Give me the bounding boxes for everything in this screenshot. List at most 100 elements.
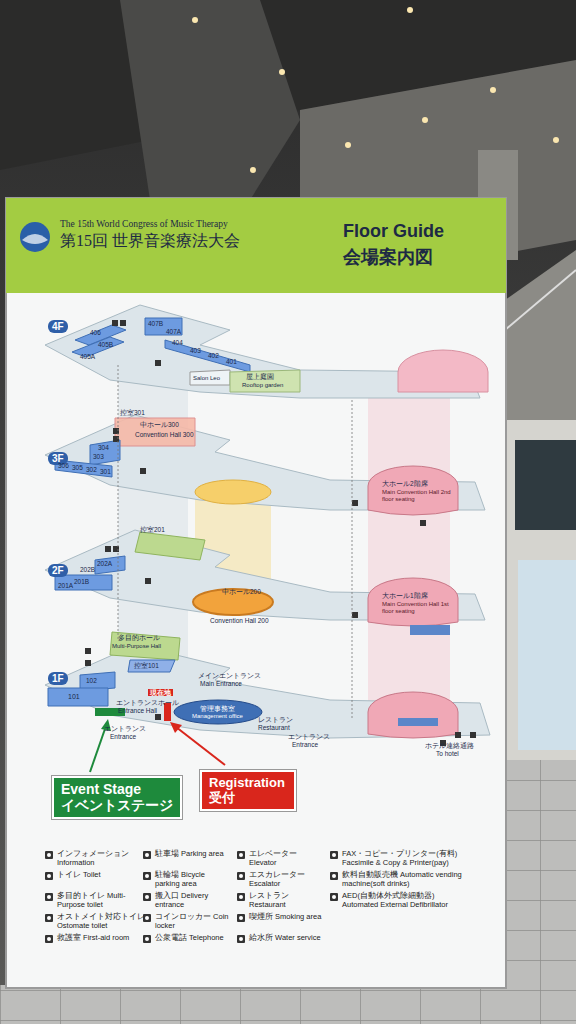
legend-icon bbox=[45, 872, 53, 880]
map-label: 控室201 bbox=[140, 526, 165, 533]
map-label: エントランス bbox=[104, 725, 146, 732]
map-label: Entrance Hall bbox=[118, 707, 157, 714]
callout-text: Event Stage イベントステージ bbox=[61, 782, 173, 813]
map-label: 306 bbox=[58, 462, 69, 469]
legend-icon bbox=[143, 914, 151, 922]
legend-icon bbox=[143, 851, 151, 859]
map-label: Convention Hall 200 bbox=[210, 617, 269, 624]
map-label: 控室301 bbox=[120, 409, 145, 416]
map-label: メインエントランス bbox=[198, 672, 261, 679]
legend-text: AED(自動体外式除細動器) Automated External Defibr… bbox=[342, 892, 465, 909]
legend-text: FAX・コピー・プリンター(有料) Facsimile & Copy & Pri… bbox=[342, 850, 465, 867]
map-label: Management office bbox=[192, 713, 243, 720]
legend-item: エスカレーター Escalator bbox=[237, 871, 325, 888]
legend-item: インフォメーション Information bbox=[45, 850, 133, 867]
legend-icon bbox=[330, 851, 338, 859]
legend-icon bbox=[143, 893, 151, 901]
map-label: Main Convention Hall 2nd floor seating bbox=[382, 489, 460, 502]
map-label: 第15回 世界音楽療法大会 bbox=[60, 232, 240, 250]
legend-item: 公衆電話 Telephone bbox=[143, 934, 231, 943]
map-label: 大ホール1階席 bbox=[382, 592, 428, 599]
map-label: エントランスホール bbox=[116, 699, 179, 706]
legend-text: コインロッカー Coin locker bbox=[155, 913, 231, 930]
map-label: 304 bbox=[98, 444, 109, 451]
map-label: 202A bbox=[97, 560, 112, 567]
map-label: 102 bbox=[86, 677, 97, 684]
map-label: 201A bbox=[58, 582, 73, 589]
legend-item: コインロッカー Coin locker bbox=[143, 913, 231, 930]
map-label: 303 bbox=[93, 453, 104, 460]
map-label: 中ホール300 bbox=[140, 421, 179, 428]
map-label: 404 bbox=[172, 339, 183, 346]
map-label: 305 bbox=[72, 464, 83, 471]
legend-item: 喫煙所 Smoking area bbox=[237, 913, 325, 922]
map-label: 控室101 bbox=[134, 662, 159, 669]
callout-text: Registration 受付 bbox=[209, 776, 287, 805]
legend-text: エレベーター Elevator bbox=[249, 850, 325, 867]
legend-item: 搬入口 Delivery entrance bbox=[143, 892, 231, 909]
map-label: Entrance bbox=[292, 741, 318, 748]
map-label: 401 bbox=[226, 358, 237, 365]
map-label: 406 bbox=[90, 329, 101, 336]
legend-icon bbox=[237, 872, 245, 880]
legend-text: レストラン Restaurant bbox=[249, 892, 325, 909]
legend-item: エレベーター Elevator bbox=[237, 850, 325, 867]
legend-item: 多目的トイレ Multi-Purpose toilet bbox=[45, 892, 133, 909]
legend-icon bbox=[45, 914, 53, 922]
legend-icon bbox=[143, 935, 151, 943]
map-label: Main Entrance bbox=[200, 680, 242, 687]
map-label: 301 bbox=[100, 468, 111, 475]
legend-text: エスカレーター Escalator bbox=[249, 871, 325, 888]
legend-text: 公衆電話 Telephone bbox=[155, 934, 224, 943]
map-label: Multi-Purpose Hall bbox=[112, 643, 161, 650]
legend-icon bbox=[143, 872, 151, 880]
legend-text: トイレ Toilet bbox=[57, 871, 101, 880]
legend-text: 駐車場 Parking area bbox=[155, 850, 224, 859]
map-label: エントランス bbox=[288, 733, 330, 740]
legend-item: 救護室 First-aid room bbox=[45, 934, 133, 943]
legend-item: 駐車場 Parking area bbox=[143, 850, 231, 859]
map-label: 407B bbox=[148, 320, 163, 327]
legend-icon bbox=[237, 851, 245, 859]
legend-icon bbox=[330, 893, 338, 901]
map-label: 407A bbox=[166, 328, 181, 335]
map-label: Restaurant bbox=[258, 724, 290, 731]
map-label: 402 bbox=[208, 352, 219, 359]
map-label: 405A bbox=[80, 353, 95, 360]
map-label: 管理事務室 bbox=[200, 705, 235, 712]
map-label: Rooftop garden bbox=[242, 382, 283, 389]
map-label: レストラン bbox=[258, 716, 293, 723]
legend-text: 多目的トイレ Multi-Purpose toilet bbox=[57, 892, 133, 909]
map-label: 403 bbox=[190, 347, 201, 354]
legend-icon bbox=[237, 935, 245, 943]
map-label: 中ホール200 bbox=[222, 588, 261, 595]
legend-icon bbox=[45, 851, 53, 859]
map-label: ホテル連絡通路 bbox=[425, 742, 474, 749]
legend-item: AED(自動体外式除細動器) Automated External Defibr… bbox=[330, 892, 465, 909]
legend-text: 給水所 Water service bbox=[249, 934, 321, 943]
map-label: Entrance bbox=[110, 733, 136, 740]
legend-text: オストメイト対応トイレ Ostomate toilet bbox=[57, 913, 145, 930]
map-label: 405B bbox=[98, 341, 113, 348]
legend-text: 駐輪場 Bicycle parking area bbox=[155, 871, 231, 888]
legend-icon bbox=[237, 914, 245, 922]
legend-icon bbox=[330, 872, 338, 880]
map-label: 4F bbox=[48, 320, 68, 333]
legend-icon bbox=[45, 935, 53, 943]
legend-item: FAX・コピー・プリンター(有料) Facsimile & Copy & Pri… bbox=[330, 850, 465, 867]
map-label: 屋上庭園 bbox=[246, 373, 274, 380]
legend-item: 駐輪場 Bicycle parking area bbox=[143, 871, 231, 888]
legend-item: レストラン Restaurant bbox=[237, 892, 325, 909]
legend-text: インフォメーション Information bbox=[57, 850, 133, 867]
map-label: 202B bbox=[80, 566, 95, 573]
legend-text: 搬入口 Delivery entrance bbox=[155, 892, 231, 909]
map-label: Salon Leo bbox=[193, 375, 220, 382]
map-label: The 15th World Congress of Music Therapy bbox=[60, 219, 228, 229]
legend-item: オストメイト対応トイレ Ostomate toilet bbox=[45, 913, 133, 930]
legend-item: トイレ Toilet bbox=[45, 871, 133, 880]
legend-icon bbox=[45, 893, 53, 901]
map-label: 2F bbox=[48, 564, 68, 577]
callout-box: Registration 受付 bbox=[200, 770, 296, 811]
map-label: 302 bbox=[86, 466, 97, 473]
